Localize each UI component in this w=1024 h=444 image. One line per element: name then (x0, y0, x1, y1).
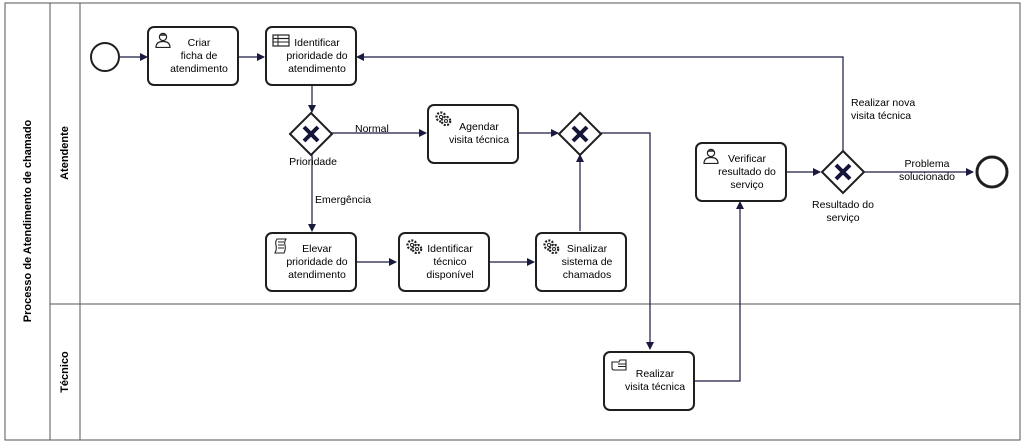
gear-icon (543, 239, 560, 254)
flow-label-emergencia: Emergência (315, 194, 372, 206)
task-label: Identificar prioridade do atendimento (286, 36, 348, 75)
task-elevar-prioridade[interactable]: Elevar prioridade do atendimento (265, 232, 357, 292)
task-label: Elevar prioridade do atendimento (286, 242, 348, 281)
gateway-resultado[interactable] (820, 149, 866, 195)
gateway-label-resultado: Resultado do serviço (812, 199, 874, 224)
task-label: Verificar resultado do serviço (718, 152, 776, 191)
pool-border (4, 2, 1021, 441)
flow-label-problema-solucionado: Problema solucionado (898, 158, 956, 183)
gateway-label-prioridade: Prioridade (289, 156, 337, 168)
script-icon (274, 238, 288, 254)
task-sinalizar-sistema[interactable]: Sinalizar sistema de chamados (535, 232, 627, 292)
table-icon (272, 34, 290, 47)
start-event[interactable] (90, 42, 120, 72)
task-realizar-visita[interactable]: Realizar visita técnica (603, 351, 695, 411)
flow-label-normal: Normal (355, 123, 389, 135)
task-label: Agendar visita técnica (448, 121, 510, 146)
pool-title: Processo de Atendimento de chamado (22, 119, 34, 323)
lane-title-tecnico: Técnico (59, 351, 71, 393)
task-agendar-visita[interactable]: Agendar visita técnica (427, 104, 519, 164)
gear-icon (435, 111, 452, 126)
gear-icon (406, 239, 423, 254)
task-identificar-tecnico[interactable]: Identificar técnico disponível (398, 232, 490, 292)
task-label: Criar ficha de atendimento (170, 36, 228, 75)
lane-title-atendente: Atendente (59, 126, 71, 180)
task-identificar-prioridade[interactable]: Identificar prioridade do atendimento (265, 26, 357, 86)
gateway-merge[interactable] (557, 111, 603, 157)
user-icon (703, 148, 719, 164)
task-label: Realizar visita técnica (624, 368, 686, 393)
flow-realizar-nova (356, 53, 844, 152)
task-criar-ficha[interactable]: Criar ficha de atendimento (147, 26, 239, 86)
task-label: Identificar técnico disponível (426, 242, 474, 281)
manual-icon (611, 359, 627, 371)
task-label: Sinalizar sistema de chamados (561, 242, 613, 281)
task-verificar-resultado[interactable]: Verificar resultado do serviço (695, 142, 787, 202)
flow-merge-to-realizar (600, 132, 654, 350)
gateway-prioridade[interactable] (288, 111, 334, 157)
flow-label-realizar-nova: Realizar nova visita técnica (851, 97, 916, 122)
user-icon (155, 32, 171, 48)
end-event[interactable] (975, 155, 1009, 189)
flow-realizar-to-verificar (693, 201, 744, 382)
